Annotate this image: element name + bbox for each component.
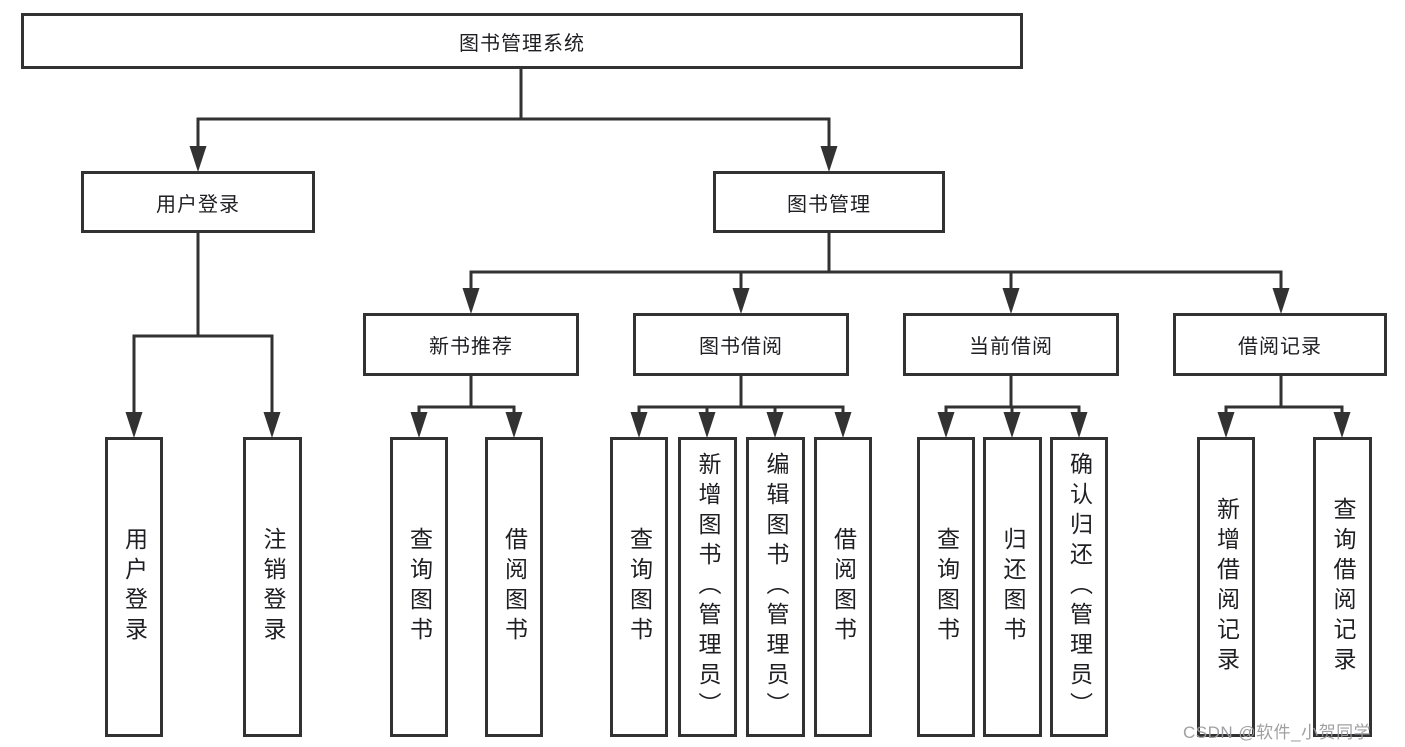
leaf-edit-book-admin: 编辑图书（管理员）	[746, 437, 805, 737]
node-user-login: 用户登录	[81, 171, 315, 233]
node-book-borrow: 图书借阅	[633, 313, 849, 376]
node-current-borrow: 当前借阅	[903, 313, 1119, 376]
leaf-confirm-return-admin: 确认归还（管理员）	[1050, 437, 1108, 737]
leaf-return-book: 归还图书	[983, 437, 1042, 737]
csdn-watermark: CSDN @软件_小贺同学	[1183, 723, 1372, 742]
leaf-borrow-book: 借阅图书	[814, 437, 872, 737]
leaf-add-book-admin: 新增图书（管理员）	[678, 437, 737, 737]
leaf-query-book-borrow: 查询图书	[610, 437, 668, 737]
node-library-management-system: 图书管理系统	[21, 13, 1023, 69]
node-book-management: 图书管理	[713, 171, 945, 233]
leaf-query-book-recommend: 查询图书	[390, 437, 448, 737]
leaf-add-borrow-record: 新增借阅记录	[1197, 437, 1255, 737]
node-new-book-recommend: 新书推荐	[363, 313, 579, 376]
leaf-query-book-current: 查询图书	[917, 437, 975, 737]
leaf-user-login: 用户登录	[105, 437, 163, 737]
leaf-logout: 注销登录	[243, 437, 302, 737]
node-borrow-record: 借阅记录	[1173, 313, 1387, 376]
leaf-borrow-book-recommend: 借阅图书	[485, 437, 543, 737]
leaf-query-borrow-record: 查询借阅记录	[1313, 437, 1372, 737]
